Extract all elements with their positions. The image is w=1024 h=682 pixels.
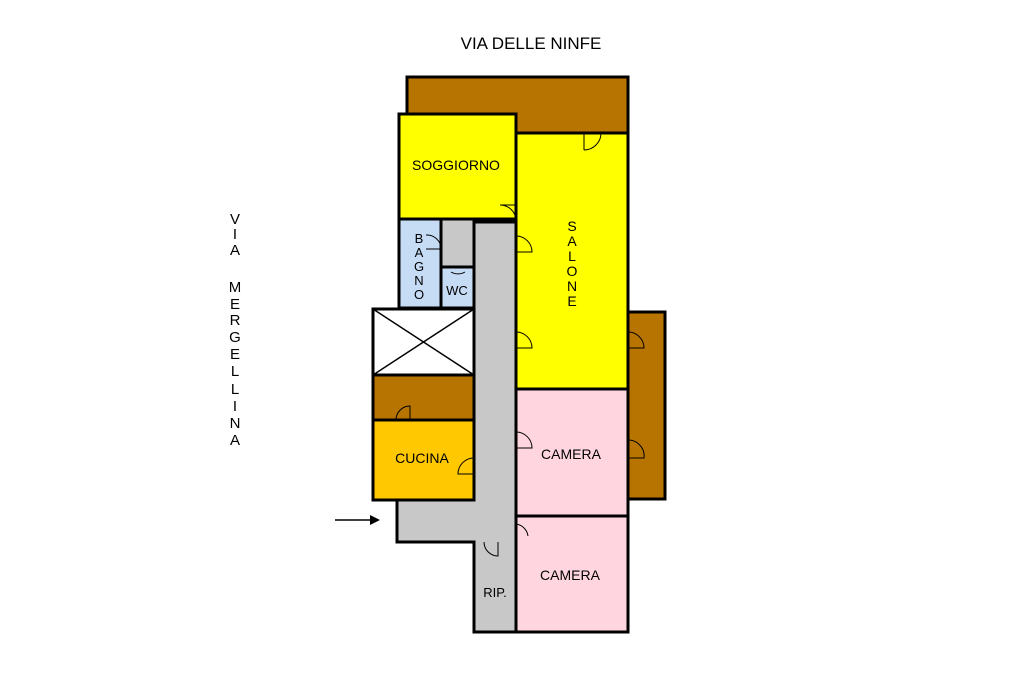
street-letter: V bbox=[230, 211, 240, 228]
door-swings bbox=[395, 132, 645, 557]
salone-letter: E bbox=[567, 293, 576, 309]
room-camera-2 bbox=[514, 514, 630, 634]
room-salone bbox=[514, 131, 630, 391]
terrace-west bbox=[371, 373, 476, 422]
street-letter: R bbox=[230, 312, 241, 329]
street-letter: N bbox=[230, 415, 241, 432]
door-icon bbox=[515, 431, 533, 449]
corridor-nook bbox=[439, 217, 476, 269]
street-letter: E bbox=[230, 346, 240, 363]
bagno-letter: N bbox=[414, 273, 423, 288]
street-label-north: VIA DELLE NINFE bbox=[461, 34, 602, 53]
door-icon bbox=[499, 204, 517, 220]
street-letter: L bbox=[231, 381, 239, 398]
bagno-letter: A bbox=[415, 245, 424, 260]
bagno-letter: O bbox=[414, 287, 424, 302]
street-letter: I bbox=[233, 226, 237, 243]
label-cucina: CUCINA bbox=[395, 450, 449, 466]
label-salone: S A L O N E bbox=[567, 218, 578, 309]
door-icon bbox=[627, 331, 645, 349]
bagno-letter: G bbox=[414, 259, 424, 274]
arrow-right-icon bbox=[335, 515, 380, 525]
room-bagno bbox=[397, 217, 443, 310]
street-label-west: V I A M E R G E L L I N A bbox=[229, 211, 242, 449]
door-icon bbox=[450, 271, 466, 275]
label-soggiorno: SOGGIORNO bbox=[412, 157, 500, 173]
terrace-east bbox=[626, 310, 667, 501]
door-icon bbox=[583, 132, 602, 151]
street-letter: E bbox=[230, 296, 240, 313]
label-bagno: B A G N O bbox=[414, 231, 424, 302]
door-icon bbox=[395, 405, 411, 421]
salone-letter: A bbox=[567, 233, 577, 249]
street-letter: L bbox=[231, 363, 239, 380]
door-icon bbox=[627, 439, 645, 459]
door-icon bbox=[483, 541, 499, 557]
salone-letter: S bbox=[567, 218, 576, 234]
street-letter: M bbox=[229, 279, 242, 296]
label-camera-2: CAMERA bbox=[540, 567, 601, 583]
salone-letter: O bbox=[567, 263, 578, 279]
door-icon bbox=[457, 457, 475, 475]
label-camera-1: CAMERA bbox=[541, 446, 602, 462]
street-letter: A bbox=[230, 432, 240, 449]
door-icon bbox=[515, 331, 533, 349]
label-ripostiglio: RIP. bbox=[483, 585, 507, 600]
salone-letter: N bbox=[567, 278, 577, 294]
street-letter: A bbox=[230, 242, 240, 259]
door-icon bbox=[515, 523, 529, 537]
label-wc: WC bbox=[446, 283, 468, 298]
street-letter: G bbox=[229, 329, 241, 346]
cross-box-icon bbox=[371, 307, 476, 377]
bagno-letter: B bbox=[415, 231, 424, 246]
street-letter: I bbox=[233, 398, 237, 415]
door-icon bbox=[425, 234, 442, 250]
salone-letter: L bbox=[568, 248, 576, 264]
room-cucina bbox=[371, 418, 476, 502]
door-icon bbox=[515, 235, 533, 253]
